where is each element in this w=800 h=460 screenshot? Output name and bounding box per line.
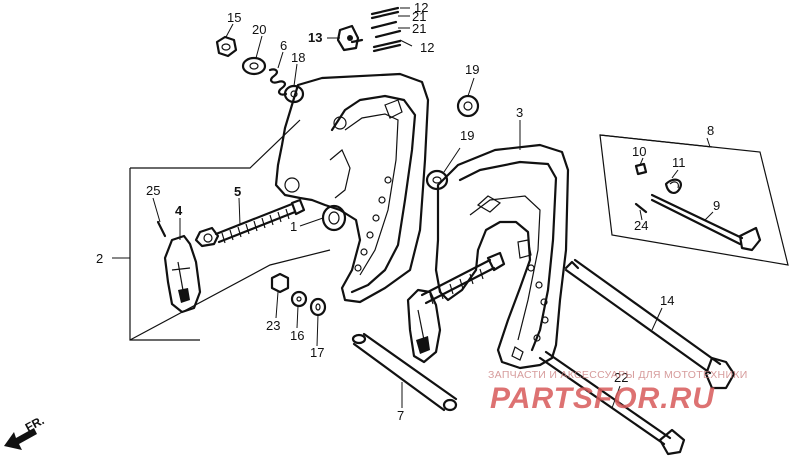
callout-21-bottom: 21 xyxy=(412,21,426,36)
callout-18: 18 xyxy=(291,50,305,65)
bolt-22 xyxy=(538,350,686,456)
callout-11: 11 xyxy=(672,155,686,170)
callout-2: 2 xyxy=(96,251,103,266)
callout-labels: 15 20 6 18 13 12 21 21 12 19 19 3 8 10 1… xyxy=(96,0,720,423)
callout-6: 6 xyxy=(280,38,287,53)
washer-16 xyxy=(290,290,308,308)
swivel-case xyxy=(434,143,570,370)
callout-9: 9 xyxy=(713,198,720,213)
front-direction-indicator: FR. xyxy=(4,413,46,450)
washer-19-top xyxy=(456,94,480,118)
callout-17: 17 xyxy=(310,345,324,360)
callout-21-top: 21 xyxy=(412,9,426,24)
watermark-brand: PARTSFOR.RU xyxy=(490,382,715,415)
callout-15: 15 xyxy=(227,10,241,25)
callout-4: 4 xyxy=(175,203,183,218)
callout-23: 23 xyxy=(266,318,280,333)
callout-7: 7 xyxy=(397,408,404,423)
clamp-handle-4 xyxy=(163,234,202,314)
washer-17 xyxy=(309,297,327,317)
callout-3: 3 xyxy=(516,105,523,120)
callout-19-mid: 19 xyxy=(460,128,474,143)
direction-label: FR. xyxy=(23,413,47,434)
callout-8: 8 xyxy=(707,123,714,138)
group-bracket-2 xyxy=(129,119,331,341)
callout-1: 1 xyxy=(290,219,297,234)
callout-12-top: 12 xyxy=(414,0,428,15)
arrow-left-icon xyxy=(4,428,37,450)
callout-20: 20 xyxy=(252,22,266,37)
callout-14: 14 xyxy=(660,293,674,308)
tilt-rod-7 xyxy=(351,332,458,412)
washer-20 xyxy=(241,56,267,76)
callout-12-bottom: 12 xyxy=(420,40,434,55)
callout-16: 16 xyxy=(290,328,304,343)
callout-22: 22 xyxy=(614,370,628,385)
watermark: ЗАПЧАСТИ И АКСЕССУАРЫ ДЛЯ МОТОТЕХНИКИ PA… xyxy=(488,369,748,415)
watermark-subtitle: ЗАПЧАСТИ И АКСЕССУАРЫ ДЛЯ МОТОТЕХНИКИ xyxy=(488,369,748,381)
clamp-screw-5 xyxy=(194,198,306,248)
callout-13: 13 xyxy=(308,30,322,45)
kit-8-box xyxy=(599,134,789,266)
stern-bracket-left xyxy=(274,72,430,304)
nut-23 xyxy=(270,272,290,294)
callout-25: 25 xyxy=(146,183,160,198)
callout-19-top: 19 xyxy=(465,62,479,77)
callout-24: 24 xyxy=(634,218,648,233)
pin-25 xyxy=(156,220,167,238)
callout-10: 10 xyxy=(632,144,646,159)
lever-13 xyxy=(336,24,364,52)
spring-6 xyxy=(268,68,288,96)
leader-lines xyxy=(112,7,714,409)
callout-5: 5 xyxy=(234,184,241,199)
clamp-screw-right xyxy=(406,251,506,364)
through-bolt-14 xyxy=(564,258,736,390)
nut-15 xyxy=(215,35,238,58)
pins-12-21 xyxy=(370,6,402,53)
washer-19-mid xyxy=(425,169,449,191)
